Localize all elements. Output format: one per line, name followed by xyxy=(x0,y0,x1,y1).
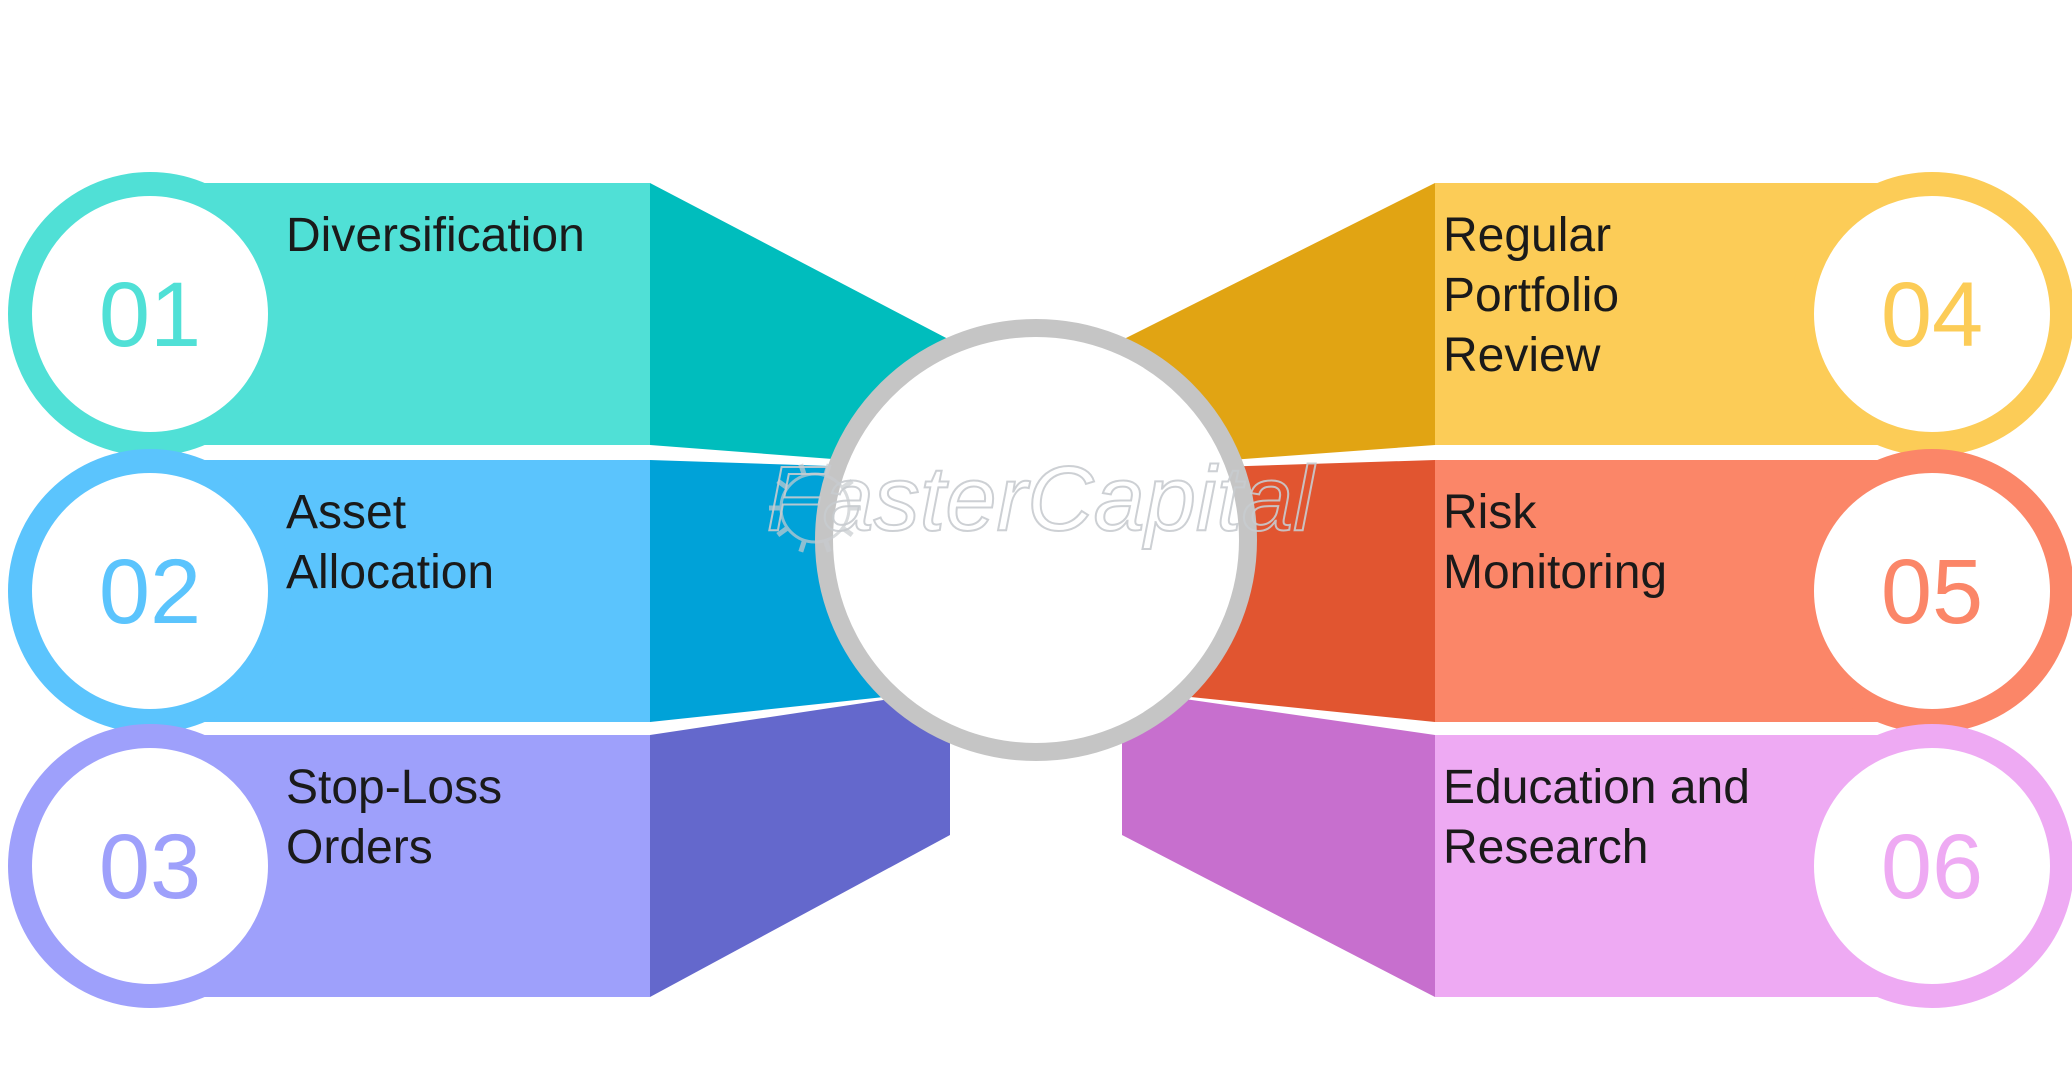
label-04-line-3: Review xyxy=(1443,329,1601,382)
label-06-line-1: Education and xyxy=(1443,761,1750,814)
label-05-line-1: Risk xyxy=(1443,486,1537,539)
label-04-line-1: Regular xyxy=(1443,209,1611,262)
badge-06 xyxy=(1790,724,2072,1008)
label-02-line-1: Asset xyxy=(286,486,406,539)
badge-02 xyxy=(8,449,292,733)
badge-03-number: 03 xyxy=(99,816,201,918)
badge-01 xyxy=(8,172,292,456)
badge-04-number: 04 xyxy=(1881,264,1983,366)
label-06-line-2: Research xyxy=(1443,821,1648,874)
label-02-line-2: Allocation xyxy=(286,546,494,599)
badge-03 xyxy=(8,724,292,1008)
watermark-gear-icon xyxy=(769,463,861,553)
band-03-wedge xyxy=(650,690,950,997)
badge-01-number: 01 xyxy=(99,264,201,366)
label-05-line-2: Monitoring xyxy=(1443,546,1667,599)
badge-05-number: 05 xyxy=(1881,541,1983,643)
badge-06-number: 06 xyxy=(1881,816,1983,918)
badge-02-number: 02 xyxy=(99,541,201,643)
watermark-text: FasterCapital xyxy=(766,448,1316,550)
label-04-line-2: Portfolio xyxy=(1443,269,1619,322)
label-01-line-1: Diversification xyxy=(286,209,585,262)
band-06-wedge xyxy=(1122,690,1435,997)
badge-05 xyxy=(1790,449,2072,733)
label-03-line-2: Orders xyxy=(286,821,433,874)
label-03-line-1: Stop-Loss xyxy=(286,761,502,814)
badge-04 xyxy=(1790,172,2072,456)
